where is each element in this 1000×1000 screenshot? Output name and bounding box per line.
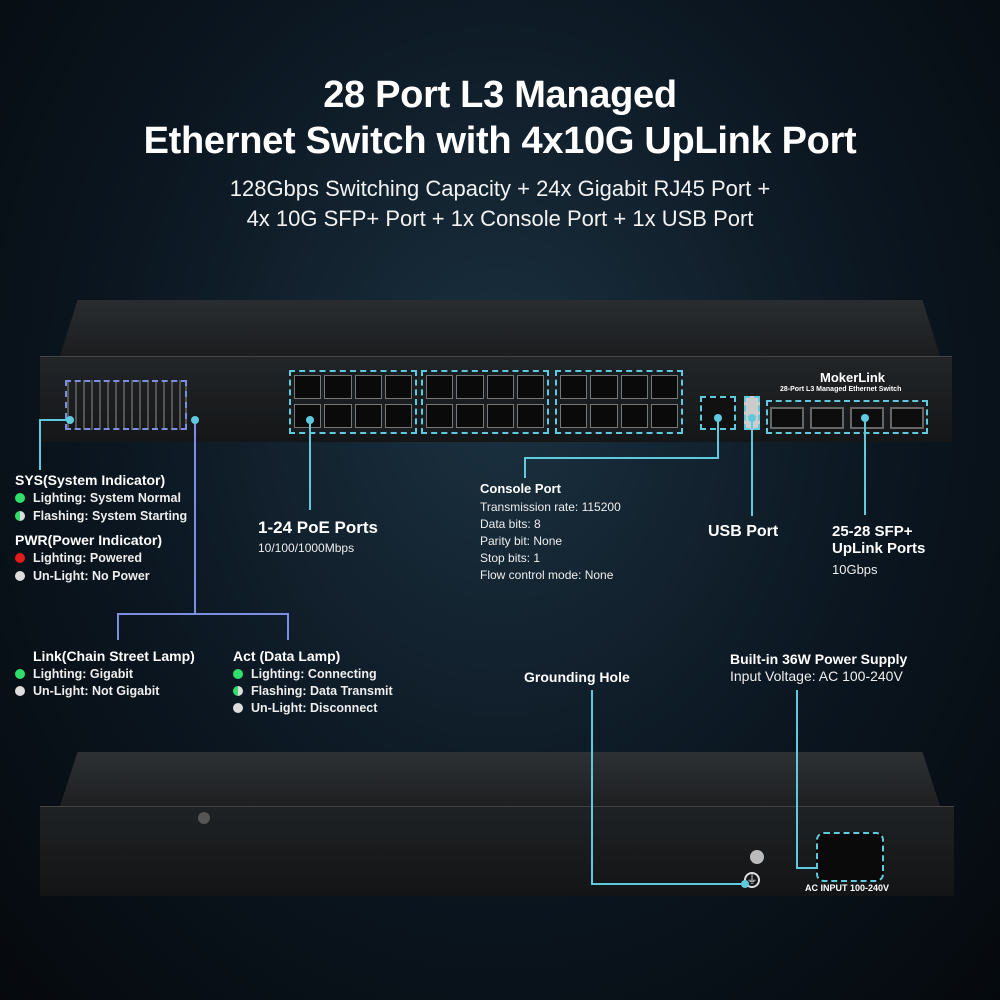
console-line: Parity bit: None <box>480 534 563 548</box>
grounding-callout-line <box>591 690 745 885</box>
screw-icon <box>198 812 210 824</box>
sys-item: Lighting: System Normal <box>15 491 181 505</box>
red-led-icon <box>15 553 25 563</box>
console-line: Data bits: 8 <box>480 517 541 531</box>
console-callout-line <box>524 418 719 478</box>
sys-callout-line <box>39 419 70 470</box>
console-line: Stop bits: 1 <box>480 551 541 565</box>
flashing-led-icon <box>233 686 243 696</box>
off-led-icon <box>15 686 25 696</box>
off-led-icon <box>233 703 243 713</box>
link-item: Lighting: Gigabit <box>15 667 133 681</box>
sfp-cage-box <box>766 400 928 434</box>
front-switch: MokerLink 28-Port L3 Managed Ethernet Sw… <box>0 0 1000 460</box>
sfp-title-1: 25-28 SFP+ <box>832 523 913 540</box>
rj45-ports-17-24 <box>555 370 683 434</box>
subtitle-line-2: 4x 10G SFP+ Port + 1x Console Port + 1x … <box>246 206 754 231</box>
sfp-port <box>890 407 924 429</box>
sys-title: SYS(System Indicator) <box>15 472 166 488</box>
title-line-2: Ethernet Switch with 4x10G UpLink Port <box>143 120 857 162</box>
model-label: 28-Port L3 Managed Ethernet Switch <box>780 386 902 393</box>
act-item: Flashing: Data Transmit <box>233 684 393 698</box>
switch-back-face <box>40 806 954 896</box>
rj45-ports-1-8 <box>289 370 417 434</box>
usb-title: USB Port <box>708 523 779 540</box>
off-led-icon <box>15 571 25 581</box>
ac-input-label: AC INPUT 100-240V <box>805 883 890 893</box>
green-led-icon <box>233 669 243 679</box>
link-item: Un-Light: Not Gigabit <box>15 684 159 698</box>
act-item: Lighting: Connecting <box>233 667 377 681</box>
ground-screw-icon <box>750 850 764 864</box>
console-line: Transmission rate: 115200 <box>480 500 621 514</box>
console-line: Flow control mode: None <box>480 568 614 582</box>
act-item: Un-Light: Disconnect <box>233 701 377 715</box>
link-title: Link(Chain Street Lamp) <box>33 648 195 664</box>
poe-title: 1-24 PoE Ports <box>258 518 378 537</box>
switch-top-face <box>60 300 940 356</box>
rj45-ports-9-16 <box>421 370 549 434</box>
sfp-title-2: UpLink Ports <box>832 540 926 557</box>
brand-logo: MokerLink <box>820 370 886 385</box>
poe-speed: 10/100/1000Mbps <box>258 541 355 555</box>
led-panel <box>65 380 187 430</box>
green-led-icon <box>15 493 25 503</box>
green-led-icon <box>15 669 25 679</box>
title-line-1: 28 Port L3 Managed <box>323 74 677 116</box>
switch-back-top <box>60 752 940 806</box>
sys-item: Flashing: System Starting <box>15 509 187 523</box>
sfp-port <box>810 407 844 429</box>
power-callout-line <box>796 690 818 869</box>
power-socket <box>816 832 884 882</box>
act-title: Act (Data Lamp) <box>233 648 341 664</box>
pwr-item: Lighting: Powered <box>15 551 142 565</box>
flashing-led-icon <box>15 511 25 521</box>
sfp-speed: 10Gbps <box>832 562 878 577</box>
power-voltage: Input Voltage: AC 100-240V <box>730 668 903 684</box>
link-act-callout-line <box>117 420 289 640</box>
pwr-title: PWR(Power Indicator) <box>15 532 163 548</box>
pwr-item: Un-Light: No Power <box>15 569 150 583</box>
grounding-title: Grounding Hole <box>524 669 630 685</box>
power-title: Built-in 36W Power Supply <box>730 651 908 667</box>
subtitle-line-1: 128Gbps Switching Capacity + 24x Gigabit… <box>229 176 771 201</box>
console-title: Console Port <box>480 481 561 496</box>
sfp-port <box>770 407 804 429</box>
